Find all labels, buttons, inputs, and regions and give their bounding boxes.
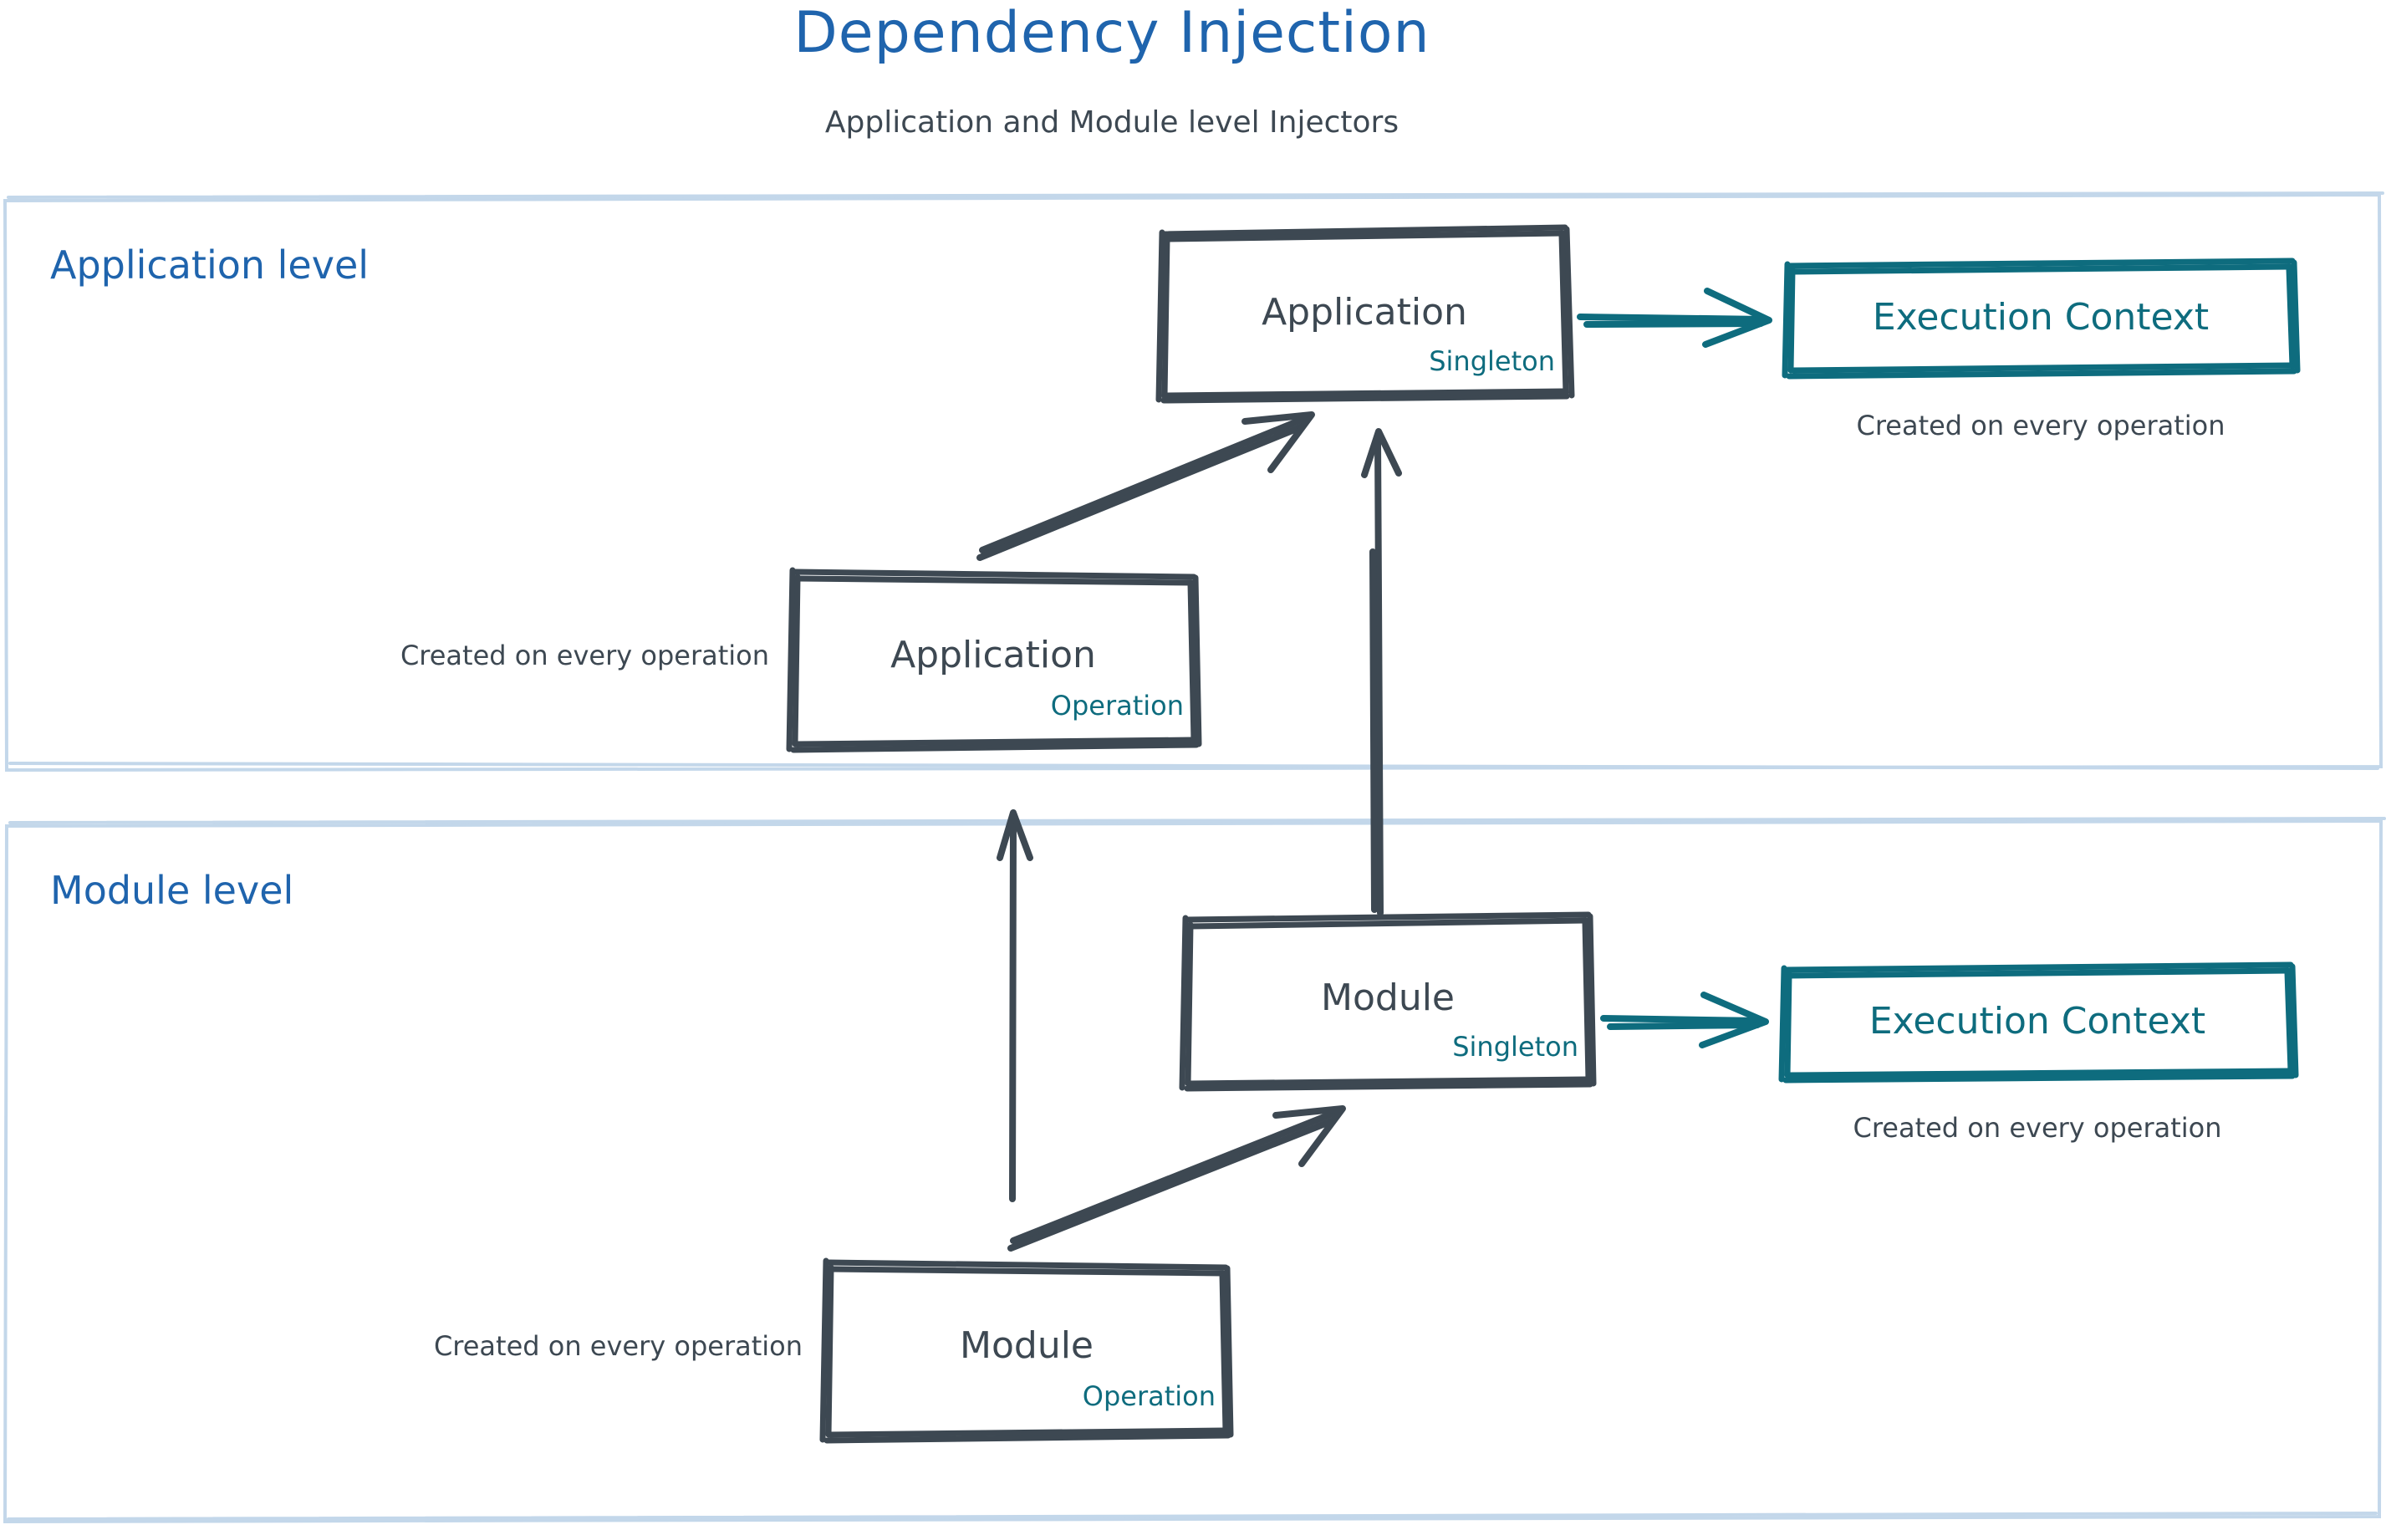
module-execution-context-caption: Created on every operation xyxy=(1853,1112,2222,1144)
application-execution-context-title: Execution Context xyxy=(1872,296,2210,339)
module-operation-scope: Operation xyxy=(1082,1380,1216,1412)
application-operation-caption: Created on every operation xyxy=(400,640,769,671)
application-singleton-scope: Singleton xyxy=(1429,345,1555,377)
module-singleton-scope: Singleton xyxy=(1452,1031,1578,1063)
page-subtitle: Application and Module level Injectors xyxy=(824,105,1399,140)
module-singleton-title: Module xyxy=(1321,977,1455,1019)
application-operation-scope: Operation xyxy=(1050,690,1184,722)
edge-module-singleton-to-exec-context xyxy=(1600,992,1769,1048)
edge-module-singleton-to-app-singleton xyxy=(1361,428,1402,916)
edge-app-singleton-to-exec-context xyxy=(1577,288,1772,348)
panel-module-level-frame xyxy=(3,817,2386,1524)
application-operation-title: Application xyxy=(890,634,1096,676)
module-operation-caption: Created on every operation xyxy=(433,1330,803,1362)
application-singleton-title: Application xyxy=(1262,291,1467,334)
page-title: Dependency Injection xyxy=(793,0,1430,66)
edge-module-operation-to-app-operation xyxy=(997,809,1033,1202)
panel-heading-application-level: Application level xyxy=(50,242,370,288)
edge-app-operation-to-app-singleton xyxy=(976,411,1315,561)
application-execution-context-caption: Created on every operation xyxy=(1856,410,2225,441)
panel-heading-module-level: Module level xyxy=(50,868,294,913)
module-operation-title: Module xyxy=(960,1324,1094,1367)
module-execution-context-title: Execution Context xyxy=(1869,1000,2206,1043)
edge-module-operation-to-module-singleton xyxy=(1007,1105,1346,1252)
